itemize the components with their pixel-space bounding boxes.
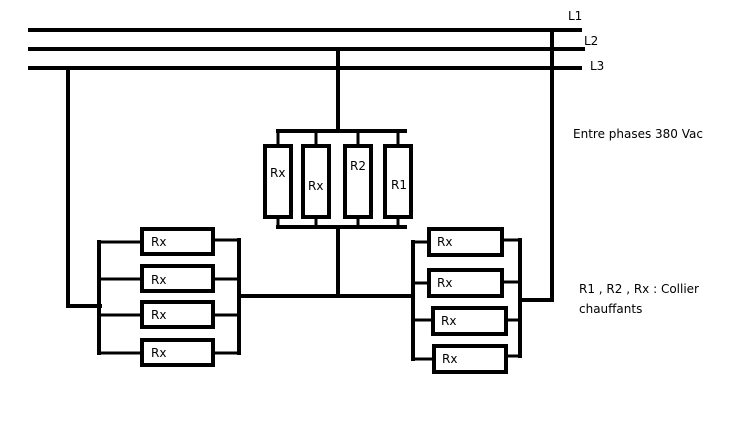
resistor-label: Rx — [441, 314, 456, 328]
resistor-label: R1 — [391, 178, 407, 192]
resistor-left-3 — [140, 300, 215, 329]
voltage-note: Entre phases 380 Vac — [573, 127, 703, 141]
resistor-left-1 — [140, 227, 215, 256]
middle-resistor-group: Rx Rx R2 R1 — [263, 129, 413, 229]
resistor-label: R2 — [350, 159, 366, 173]
resistor-middle-4 — [383, 144, 413, 219]
resistor-middle-2 — [301, 144, 331, 219]
resistor-label: Rx — [151, 346, 166, 360]
resistor-label: Rx — [151, 308, 166, 322]
line-label-l1: L1 — [568, 9, 582, 23]
resistor-label: Rx — [308, 179, 323, 193]
resistor-label: Rx — [270, 166, 285, 180]
legend-note-line-2: chauffants — [579, 302, 642, 316]
resistor-middle-3 — [343, 144, 373, 219]
resistor-left-2 — [140, 264, 215, 293]
resistor-right-4 — [432, 344, 508, 374]
resistor-label: Rx — [151, 235, 166, 249]
resistor-label: Rx — [437, 276, 452, 290]
resistor-label: Rx — [151, 273, 166, 287]
left-resistor-group: Rx Rx Rx Rx — [97, 227, 241, 367]
line-label-l3: L3 — [590, 59, 604, 73]
resistor-label: Rx — [442, 352, 457, 366]
resistor-label: Rx — [437, 235, 452, 249]
legend-note-line-1: R1 , R2 , Rx : Collier — [579, 282, 699, 296]
line-label-l2: L2 — [584, 34, 598, 48]
right-resistor-group: Rx Rx Rx Rx — [411, 227, 522, 374]
resistor-right-1 — [427, 227, 504, 257]
resistor-middle-1 — [263, 144, 293, 219]
resistor-left-4 — [140, 338, 215, 367]
resistor-right-2 — [427, 268, 504, 298]
resistor-right-3 — [431, 306, 508, 336]
